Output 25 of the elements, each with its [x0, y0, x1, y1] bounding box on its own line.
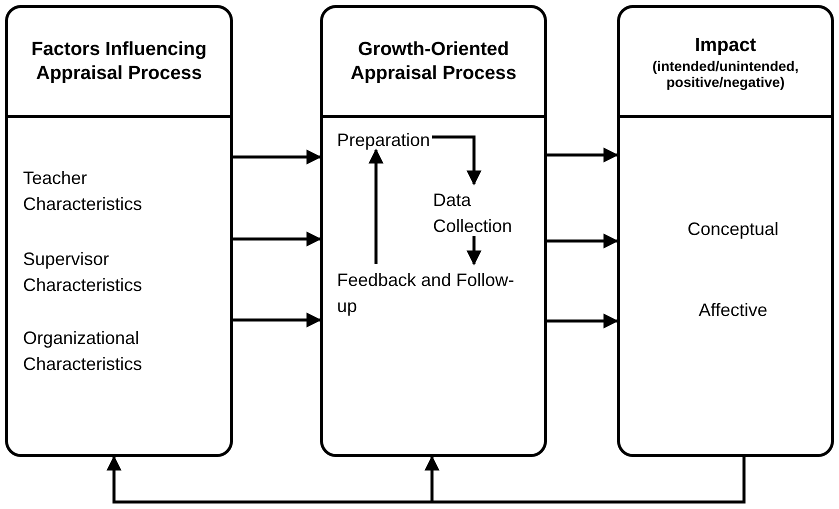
- arrow: [547, 234, 618, 248]
- text-label: Data Collection: [433, 187, 545, 239]
- arrow: [233, 312, 322, 328]
- panel-title: Impact: [694, 34, 756, 58]
- text-label: Supervisor Characteristics: [23, 246, 203, 298]
- text-label: Teacher Characteristics: [23, 165, 203, 217]
- panel-title: Growth-Oriented Appraisal Process: [350, 38, 518, 86]
- text-label: Feedback and Follow-up: [337, 267, 533, 319]
- panel: [617, 5, 834, 457]
- arrow: [547, 314, 618, 328]
- arrow: [233, 232, 322, 246]
- text-label: Affective: [643, 297, 823, 323]
- panel: [320, 5, 547, 457]
- panel-title: Factors Influencing Appraisal Process: [30, 38, 208, 86]
- arrow: [368, 148, 384, 264]
- text-label: Organizational Characteristics: [23, 325, 203, 377]
- panel: [5, 5, 233, 457]
- arrow: [547, 148, 618, 162]
- arrow: [466, 236, 482, 266]
- arrow: [233, 150, 322, 164]
- panel-subtitle: (intended/unintended, positive/negative): [651, 58, 800, 90]
- text-label: Conceptual: [643, 216, 823, 242]
- arrow: [432, 136, 482, 186]
- text-label: Preparation: [337, 127, 435, 153]
- arrow: [424, 456, 746, 504]
